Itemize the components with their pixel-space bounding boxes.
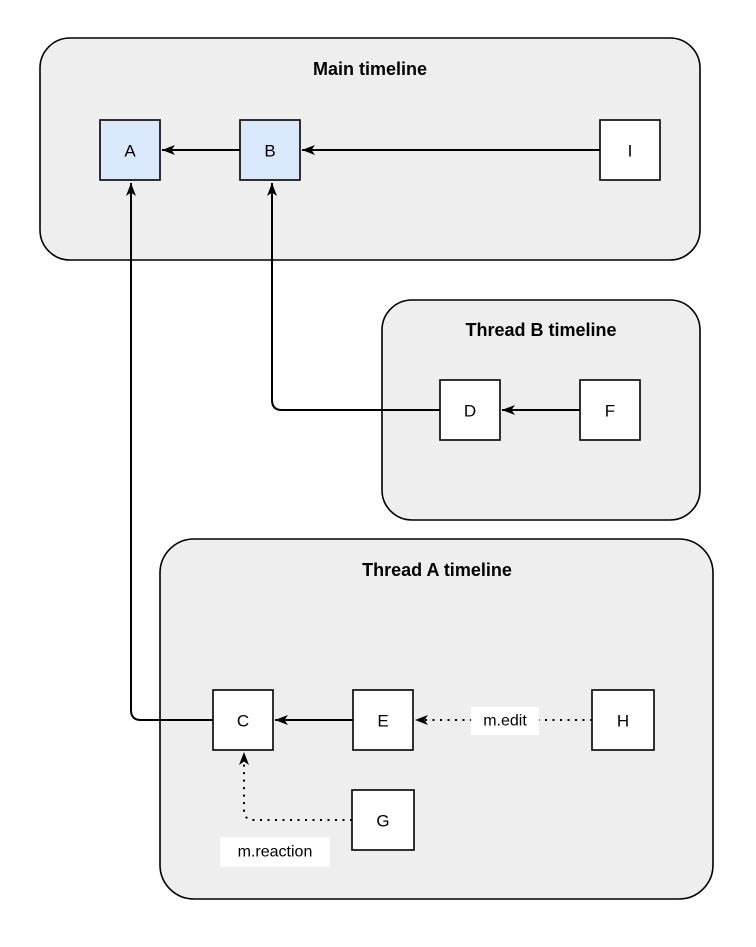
edge-C-to-A [126,183,213,721]
node-C-box [212,689,274,751]
node-G-label: G [376,812,389,831]
node-F-box [579,379,641,441]
node-H-box [591,689,655,751]
edge-label-bg-m-edit [471,707,539,735]
edge-label-m-reaction: m.reaction [238,844,313,861]
group-title-thread-b-timeline: Thread B timeline [465,320,616,340]
node-D-label: D [464,402,476,421]
node-E-label: E [377,712,388,731]
node-D-box [439,379,501,441]
node-G-box [351,789,415,851]
node-B-label: B [264,142,275,161]
node-I-label: I [628,142,633,161]
node-F-label: F [605,402,615,421]
node-H-label: H [617,712,629,731]
node-C-label: C [237,712,249,731]
edge-D-to-B [267,183,440,411]
node-B-box [239,119,301,181]
group-title-thread-a-timeline: Thread A timeline [362,560,512,580]
edge-label-bg-m-reaction [220,837,330,867]
node-A-label: A [124,142,136,161]
edge-label-m-edit: m.edit [483,713,527,730]
node-A-box [99,119,161,181]
edge-G-to-C-reaction [239,752,352,821]
node-I-box [599,119,661,181]
group-title-main-timeline: Main timeline [313,59,427,79]
node-E-box [352,689,414,751]
